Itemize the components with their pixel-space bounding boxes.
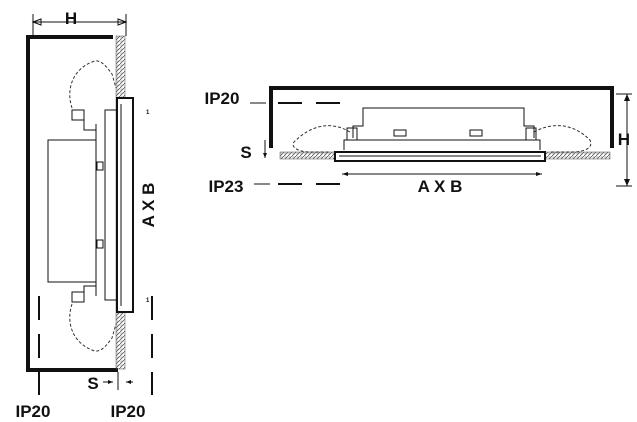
unit-body-left	[47, 139, 96, 283]
right-view-ceiling-section: IP20 S IP23 A X B H	[205, 86, 632, 196]
ip20-label-top: IP20	[205, 89, 240, 108]
svg-text:1: 1	[146, 110, 150, 116]
ip20-label-bottom-right: IP20	[111, 402, 146, 421]
dim-s-label-left: S	[87, 374, 98, 393]
grille-panel-left	[116, 97, 134, 313]
louver-swing-bottom	[69, 303, 117, 352]
dim-s-label-right: S	[240, 143, 251, 162]
dim-axb-label-left: A X B	[139, 183, 158, 228]
ceiling-hatch-right	[544, 151, 611, 160]
ceiling-hatch-left	[279, 151, 337, 160]
left-view-wall-section: H 1 1 A X B S IP20 IP20	[16, 9, 158, 421]
dim-h-label-right: H	[618, 130, 630, 149]
unit-body-right	[352, 107, 535, 138]
enclosure-outline-left	[26, 35, 118, 372]
ip23-label-bottom: IP23	[209, 177, 244, 196]
ip20-label-bottom-left: IP20	[16, 402, 51, 421]
enclosure-outline-right	[269, 86, 614, 148]
svg-text:1: 1	[146, 298, 150, 304]
louver-swing-left	[292, 125, 351, 153]
dim-h-label: H	[65, 9, 77, 28]
louver-swing-top	[69, 60, 117, 109]
louver-swing-right	[533, 125, 592, 153]
dim-axb-label-right: A X B	[418, 177, 463, 196]
